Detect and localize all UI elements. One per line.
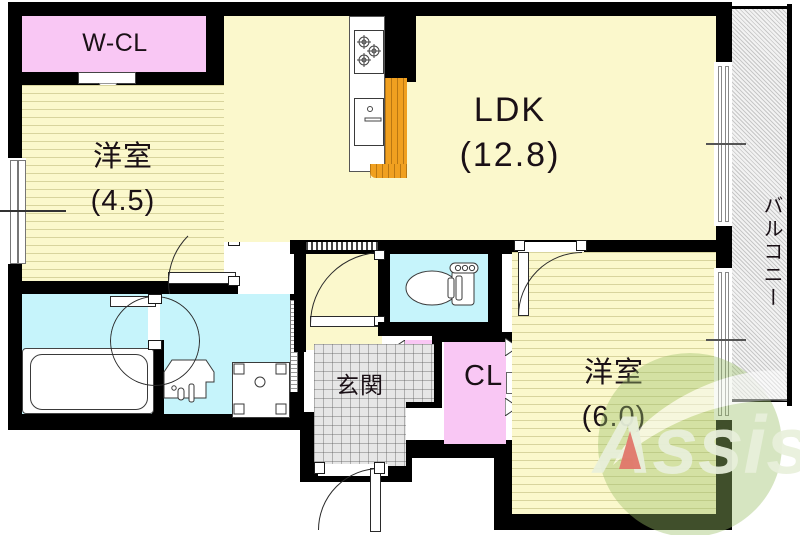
sink-faucet-icon [364,106,382,122]
kitchen-counter-orange-lines [385,78,407,178]
balcony-outer-edge [791,0,800,410]
entrance-area-upper [314,344,434,402]
balcony-area [723,6,793,402]
ldk-name: LDK [473,91,547,129]
cl-fold-marker-bottom [505,398,519,416]
walk-in-closet-area [22,16,208,72]
wall-hallway-left [294,240,306,352]
exterior-wall-br-left [494,440,512,530]
wall-kitchen-header [382,2,416,82]
stove-burners-icon [357,35,381,67]
exterior-wall-bottom-right [494,512,732,530]
exterior-wall-cl-bottom [394,440,506,458]
bedroom-large-balcony-pane-b [725,272,729,416]
washroom-door-jamb-bottom [148,340,162,350]
kitchen-sink [354,98,384,146]
wall-wcl-right [206,2,224,82]
toilet-fixture [405,262,479,306]
window-bedroom-small-mark [0,210,66,212]
bedroom-large-balcony-pane-a [718,272,722,416]
entrance-door-jamb-right [374,462,385,474]
bedroom-small-name: 洋室 [92,141,153,173]
exterior-wall-top [8,2,728,20]
closet-area [444,340,506,444]
bedroom-large-balcony-door-opening [714,268,732,420]
bedroom-large-area [512,252,716,514]
bedroom-large-name: 洋室 [583,357,644,389]
bedroom-large-size: (6.0) [581,401,647,433]
cl-fold-marker-top [505,338,519,356]
entrance-label: 玄関 [336,372,384,398]
balcony-right-rail [787,4,792,406]
washing-machine-icon [233,363,287,415]
wall-sb-bottom [394,398,442,408]
walk-in-closet-label: W-CL [82,29,148,57]
door-bedroom-small-jamb-bottom [228,276,240,286]
balcony-label: バルコニー [760,195,782,310]
kitchen-counter-return [370,164,407,178]
ldk-size: (12.8) [459,136,561,174]
wall-sb-right [432,336,442,406]
wall-cl-top [436,332,512,342]
bedroom-large-door-jamb-right [576,240,587,251]
entrance-door-jamb-left [314,462,325,474]
bedroom-large-door-opening [518,242,584,252]
kitchen-counter-return-lines [370,164,407,178]
closet-label-text: CL [464,360,504,392]
closet-label: CL [444,362,506,391]
washroom-door-jamb-top [148,294,162,304]
hallway-door-jamb-a [374,250,385,260]
wall-toilet-right [488,240,502,340]
kitchen-counter-orange [385,78,407,178]
bedroom-large-balcony-mark [706,339,746,341]
bedroom-small-size: (4.5) [90,185,156,217]
bedroom-large-door-jamb-left [514,240,525,251]
ldk-balcony-door-mark [706,143,746,145]
hallway-door-opening-top [306,242,378,250]
